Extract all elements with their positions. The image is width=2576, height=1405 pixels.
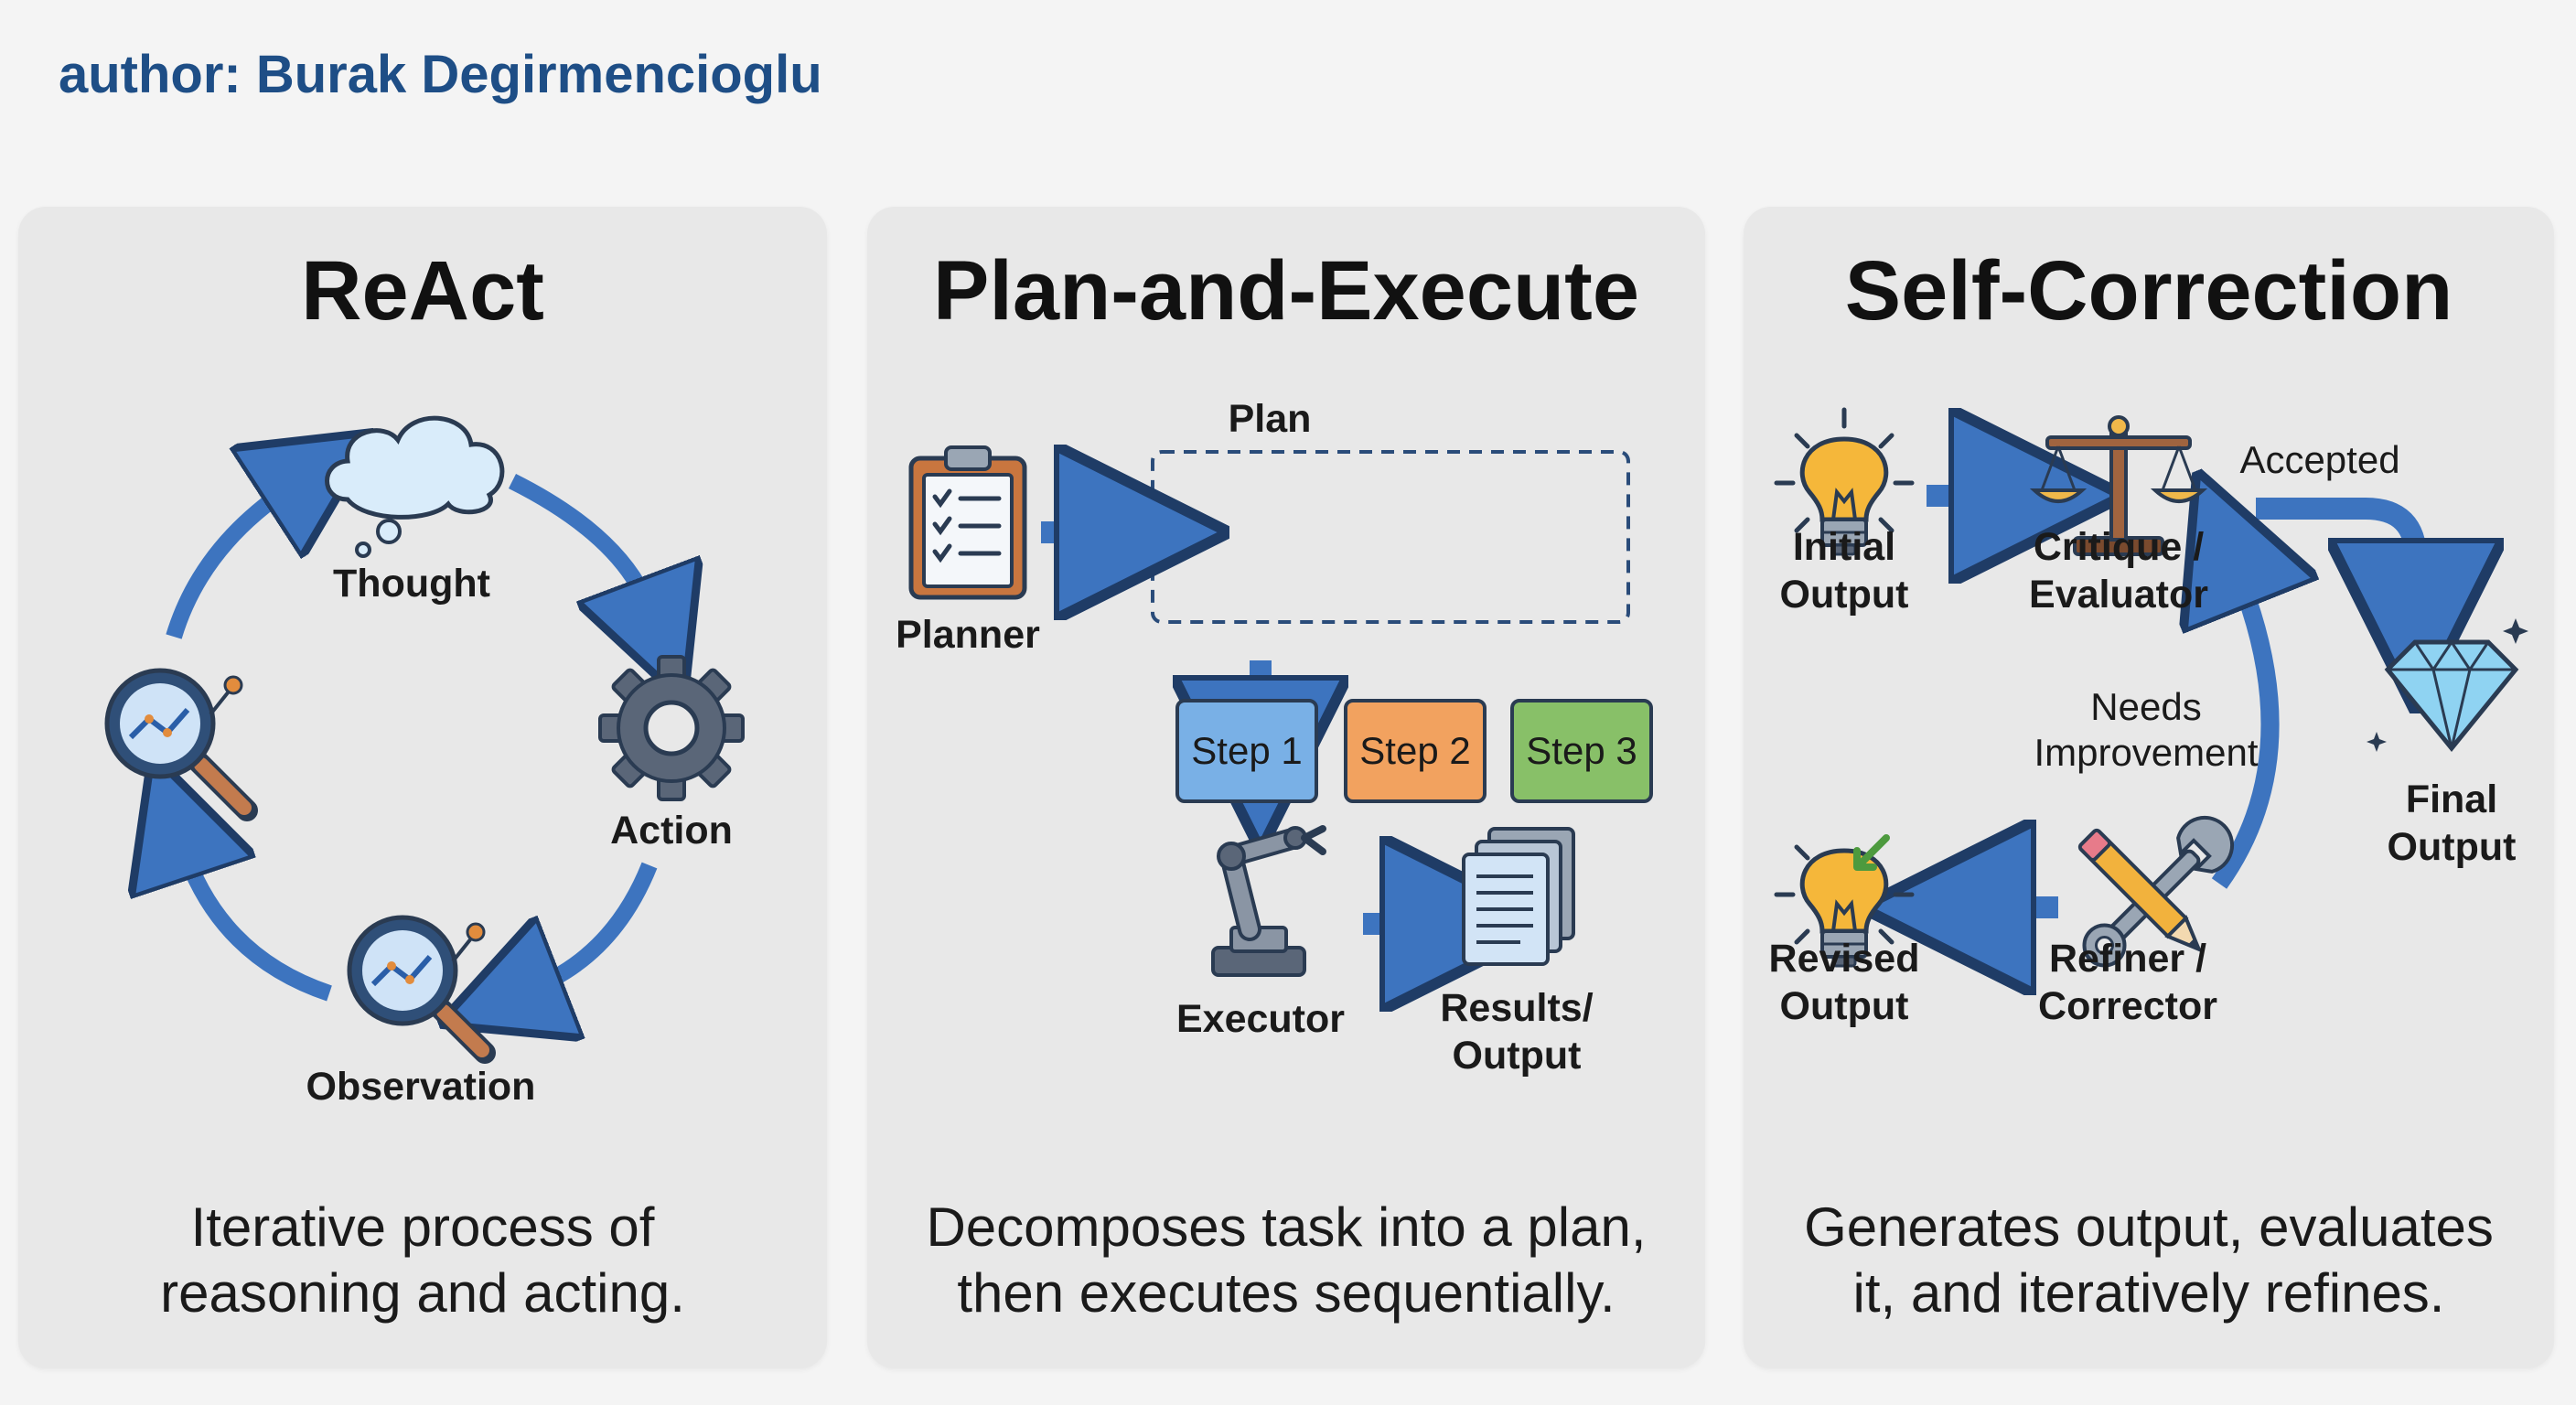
self-correction-diagram <box>1774 407 2528 1368</box>
arrow-left-to-thought <box>166 486 293 639</box>
executor-label: Executor <box>1175 997 1345 1041</box>
plan-title: Plan-and-Execute <box>933 244 1639 338</box>
self-correction-description: Generates output, evaluates it, and iter… <box>1804 1196 2494 1324</box>
react-description: Iterative process of reasoning and actin… <box>160 1196 685 1324</box>
react-title: ReAct <box>301 244 544 338</box>
author-credit: author: Burak Degirmencioglu <box>59 45 822 104</box>
arrow-thought-to-action <box>508 473 649 609</box>
documents-icon <box>1462 827 1575 966</box>
lightbulb-icon <box>1774 407 1915 556</box>
needs-improvement-label: Needs Improvement <box>2034 685 2259 774</box>
react-diagram <box>104 415 745 1064</box>
observation-label: Observation <box>306 1065 536 1109</box>
accepted-label: Accepted <box>2239 438 2400 481</box>
initial-output-label: Initial Output <box>1779 525 1909 617</box>
plan-description: Decomposes task into a plan, then execut… <box>926 1196 1647 1324</box>
results-label: Results/ Output <box>1440 986 1594 1078</box>
arrow-refiner-to-critique <box>2219 573 2270 889</box>
plan-label: Plan <box>1228 397 1312 441</box>
self-correction-panel: Self-Correction <box>1744 207 2554 1368</box>
step-1: Step 1 <box>1175 699 1318 803</box>
observation-magnifier-icon <box>347 915 496 1064</box>
arrow-observation-to-left <box>183 847 332 1002</box>
self-correction-title: Self-Correction <box>1844 244 2453 338</box>
wrench-pencil-icon <box>2077 815 2235 968</box>
critique-label: Critique / Evaluator <box>2029 525 2208 617</box>
action-label: Action <box>610 809 733 853</box>
thought-label: Thought <box>333 562 490 606</box>
final-output-label: Final Output <box>2387 778 2517 869</box>
react-panel: ReAct <box>18 207 827 1368</box>
revised-lightbulb-icon <box>1774 834 1915 968</box>
refiner-label: Refiner / Corrector <box>2038 937 2217 1028</box>
plan-diagram <box>908 207 1630 1368</box>
plan-panel: Plan-and-Execute <box>867 207 1705 1368</box>
arrow-accepted-to-final <box>2256 498 2416 582</box>
scales-icon <box>2029 415 2208 556</box>
revised-output-label: Revised Output <box>1768 937 1920 1028</box>
clipboard-icon <box>908 445 1027 600</box>
cloud-icon <box>325 415 505 558</box>
plan-box <box>1151 450 1630 624</box>
gear-icon <box>598 655 745 801</box>
magnifier-chart-icon <box>104 668 258 821</box>
planner-label: Planner <box>896 613 1040 657</box>
arrow-action-to-observation <box>531 862 658 989</box>
diamond-icon <box>2367 618 2528 752</box>
step-2: Step 2 <box>1344 699 1487 803</box>
robot-arm-icon <box>1211 825 1326 977</box>
step-3: Step 3 <box>1510 699 1653 803</box>
